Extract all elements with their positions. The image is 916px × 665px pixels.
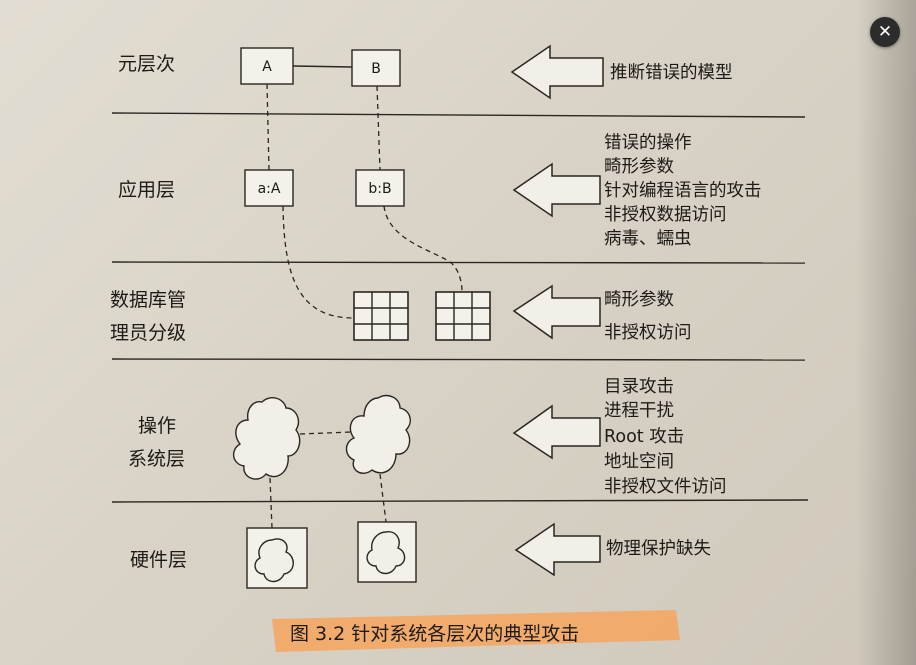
dashed-link [299,431,353,435]
dashed-link [269,477,273,529]
app-box-a [244,169,294,207]
attack-app-4: 非授权数据访问 [604,205,727,225]
arrow-left-hw [514,522,601,577]
attack-dba-2: 非授权访问 [604,323,692,343]
attack-os-1: 目录攻击 [604,377,674,397]
attack-app-1: 错误的操作 [604,133,692,153]
arrow-left-meta [510,44,604,100]
attack-os-4: 地址空间 [604,452,674,472]
attack-meta-1: 推断错误的模型 [610,63,733,83]
dashed-link [376,85,381,171]
hardware-blob-2 [366,531,406,575]
meta-box-a-label: A [262,59,272,75]
close-button[interactable]: ✕ [870,17,900,47]
database-table-1 [353,291,409,341]
attack-os-5: 非授权文件访问 [604,477,727,497]
hardware-blob-1 [254,538,294,583]
attack-hw-1: 物理保护缺失 [606,539,711,559]
layer-name-os-line1: 操作 [138,415,176,437]
arrow-left-app [512,162,601,218]
layer-name-dba-line1: 数据库管 [110,289,186,311]
layer-name-hw: 硬件层 [130,549,187,571]
dashed-link [383,205,463,293]
figure-caption: 图 3.2 针对系统各层次的典型攻击 [290,623,579,645]
attack-app-5: 病毒、蠕虫 [604,229,692,249]
attack-os-3: Root 攻击 [604,427,684,447]
layer-name-os-line2: 系统层 [128,448,185,470]
separator-line [111,112,806,118]
layer-name-dba-line2: 理员分级 [110,322,186,344]
attack-os-2: 进程干扰 [604,401,674,421]
separator-line [111,499,809,503]
meta-box-a [240,47,294,85]
arrow-left-dba [512,284,601,340]
separator-line [111,358,806,361]
app-box-b-label: b:B [368,181,391,197]
attack-app-3: 针对编程语言的攻击 [604,181,762,201]
layer-name-app: 应用层 [118,179,175,201]
attack-app-2: 畸形参数 [604,157,674,177]
dashed-link [379,473,387,523]
app-box-a-label: a:A [258,181,281,197]
attack-dba-1: 畸形参数 [604,290,674,310]
caption-highlight [272,610,680,652]
database-table-2 [435,291,491,341]
os-process-2 [345,394,411,474]
app-box-b [355,169,405,207]
meta-box-b-label: B [371,61,381,77]
close-icon: ✕ [877,21,893,42]
layer-name-meta: 元层次 [118,53,175,75]
os-process-1 [233,397,301,480]
separator-line [111,261,806,264]
meta-box-b [351,49,401,87]
connector-line [292,65,353,68]
dashed-link [266,83,270,171]
arrow-left-os [512,404,601,460]
